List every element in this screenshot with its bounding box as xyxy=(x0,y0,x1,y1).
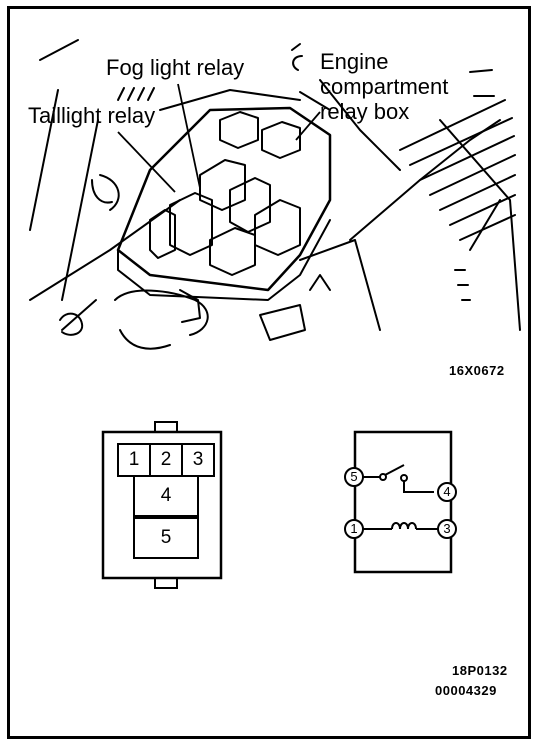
taillight-relay-label: Taillight relay xyxy=(28,103,156,128)
engine-box-label-line3: relay box xyxy=(320,99,410,124)
schematic-node-3 xyxy=(437,519,457,539)
connector-terminal-3: 3 xyxy=(192,449,204,470)
schematic-node-5 xyxy=(344,467,364,487)
taillight-relay-leader xyxy=(117,131,176,193)
connector-terminal-5: 5 xyxy=(160,527,172,548)
figure-frame xyxy=(7,6,531,739)
connector-terminal-1: 1 xyxy=(128,449,140,470)
schematic-node-4 xyxy=(437,482,457,502)
document-code: 00004329 xyxy=(435,683,497,698)
fog-relay-leader xyxy=(177,83,201,189)
engine-box-leader xyxy=(295,111,321,141)
photo-code: 16X0672 xyxy=(449,363,505,378)
connector-terminal-4: 4 xyxy=(160,485,172,506)
engine-box-label-line1: Engine xyxy=(320,49,389,74)
connector-terminal-2: 2 xyxy=(160,449,172,470)
schematic-terminal-4: 4 xyxy=(443,484,451,499)
schematic-terminal-1: 1 xyxy=(350,521,358,536)
schematic-terminal-3: 3 xyxy=(443,521,451,536)
fog-light-relay-label: Fog light relay xyxy=(106,55,245,80)
diagram-code: 18P0132 xyxy=(452,663,508,678)
engine-box-label-line2: compartment xyxy=(320,74,449,99)
schematic-node-1 xyxy=(344,519,364,539)
schematic-terminal-5: 5 xyxy=(350,469,358,484)
